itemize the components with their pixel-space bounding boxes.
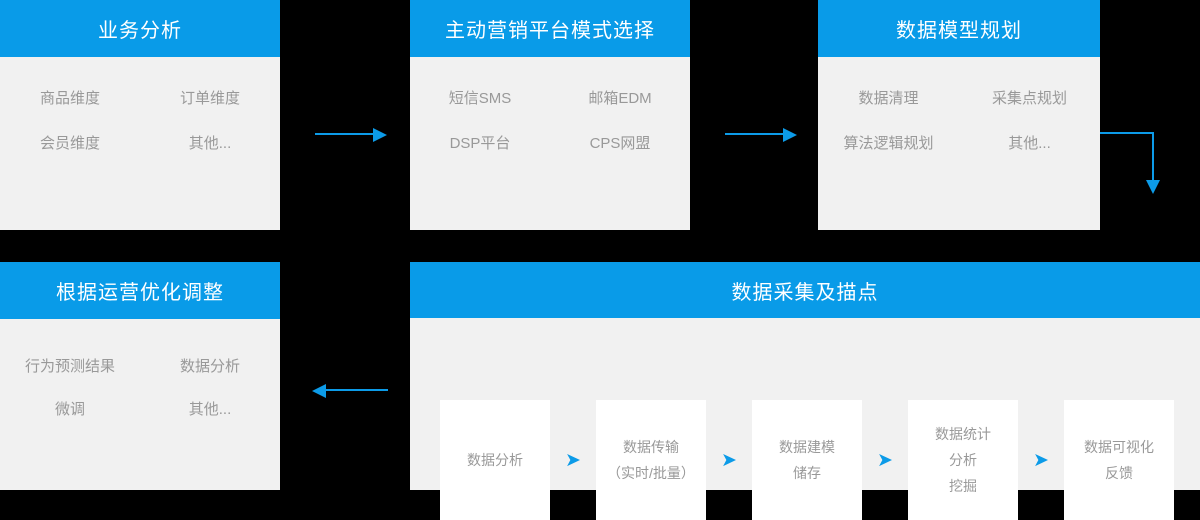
pipeline-step-line: 挖掘 [949,478,977,494]
option-grid: 数据清理 采集点规划 算法逻辑规划 其他... [818,91,1100,151]
pipeline-arrow-icon: ➤ [877,449,893,471]
arrow-head-left-icon [312,384,326,398]
card-data-model-planning-body: 数据清理 采集点规划 算法逻辑规划 其他... [818,57,1100,151]
card-data-collection-title: 数据采集及描点 [731,281,879,304]
card-marketing-channel-body: 短信SMS 邮箱EDM DSP平台 CPS网盟 [410,57,690,151]
pipeline-arrow-icon: ➤ [1033,449,1049,471]
card-business-analysis[interactable]: 业务分析 商品维度 订单维度 会员维度 其他... [0,0,280,230]
pipeline-arrow-icon: ➤ [565,449,581,471]
option-item[interactable]: 算法逻辑规划 [843,135,934,152]
option-grid: 行为预测结果 数据分析 微调 其他... [0,359,280,417]
pipeline-step-line: 反馈 [1105,465,1133,481]
card-data-collection-body: 数据分析 ➤ 数据传输 （实时/批量） ➤ 数据建模 储存 ➤ 数据统计 分析 … [410,318,1200,520]
option-item[interactable]: 商品维度 [39,90,100,107]
arrow-head-right-icon [783,128,797,142]
card-operation-optimization-header: 根据运营优化调整 [0,262,280,319]
card-operation-optimization-body: 行为预测结果 数据分析 微调 其他... [0,319,280,417]
arrow-head-right-icon [373,128,387,142]
card-marketing-channel-header: 主动营销平台模式选择 [410,0,690,57]
arrow-head-down-icon [1146,180,1160,194]
option-item[interactable]: 数据分析 [179,358,240,375]
option-item[interactable]: 短信SMS [448,90,512,107]
card-data-model-planning-header: 数据模型规划 [818,0,1100,57]
connector-arrow-collection-to-optimization [312,384,388,398]
card-data-model-planning[interactable]: 数据模型规划 数据清理 采集点规划 算法逻辑规划 其他... [818,0,1100,230]
pipeline-step-line: 储存 [793,465,821,481]
option-item[interactable]: 订单维度 [179,90,240,107]
card-marketing-channel-title: 主动营销平台模式选择 [445,20,655,42]
pipeline-step-line: 数据可视化 [1084,439,1154,455]
pipeline-step-line: （实时/批量） [607,465,695,481]
pipeline-step[interactable]: 数据可视化 反馈 [1064,400,1174,520]
card-business-analysis-body: 商品维度 订单维度 会员维度 其他... [0,57,280,151]
card-operation-optimization-title: 根据运营优化调整 [56,282,224,304]
option-item[interactable]: 邮箱EDM [588,90,652,107]
pipeline-step[interactable]: 数据传输 （实时/批量） [596,400,706,520]
option-grid: 短信SMS 邮箱EDM DSP平台 CPS网盟 [410,91,690,151]
connector-arrow-business-to-channel [315,128,387,142]
option-item[interactable]: 数据清理 [858,90,919,107]
card-data-collection[interactable]: 数据采集及描点 数据分析 ➤ 数据传输 （实时/批量） ➤ 数据建模 储存 ➤ … [410,262,1200,520]
pipeline: 数据分析 ➤ 数据传输 （实时/批量） ➤ 数据建模 储存 ➤ 数据统计 分析 … [440,400,1174,520]
card-operation-optimization[interactable]: 根据运营优化调整 行为预测结果 数据分析 微调 其他... [0,262,280,490]
connector-arrow-model-to-collection [1100,126,1170,198]
card-business-analysis-title: 业务分析 [98,20,182,42]
card-data-model-planning-title: 数据模型规划 [896,20,1022,42]
pipeline-step-line: 数据分析 [467,452,523,468]
option-item[interactable]: CPS网盟 [589,135,651,152]
option-item[interactable]: DSP平台 [449,135,511,152]
option-item[interactable]: 其他... [188,401,232,418]
card-data-collection-header: 数据采集及描点 [410,262,1200,318]
option-item[interactable]: 微调 [54,401,85,418]
option-item[interactable]: 采集点规划 [991,90,1067,107]
connector-line [725,133,787,135]
pipeline-step-line: 数据统计 [935,426,991,442]
card-marketing-channel[interactable]: 主动营销平台模式选择 短信SMS 邮箱EDM DSP平台 CPS网盟 [410,0,690,230]
pipeline-step[interactable]: 数据分析 [440,400,550,520]
option-item[interactable]: 行为预测结果 [24,358,115,375]
pipeline-step[interactable]: 数据建模 储存 [752,400,862,520]
connector-line [315,133,377,135]
connector-line-vertical [1152,132,1154,182]
pipeline-step-line: 分析 [949,452,977,468]
pipeline-step-line: 数据传输 [623,439,679,455]
card-business-analysis-header: 业务分析 [0,0,280,57]
connector-arrow-channel-to-model [725,128,797,142]
pipeline-step-line: 数据建模 [779,439,835,455]
connector-line-horizontal [1100,132,1154,134]
pipeline-step[interactable]: 数据统计 分析 挖掘 [908,400,1018,520]
option-grid: 商品维度 订单维度 会员维度 其他... [0,91,280,151]
connector-line [326,389,388,391]
pipeline-arrow-icon: ➤ [721,449,737,471]
option-item[interactable]: 其他... [1008,135,1051,152]
option-item[interactable]: 会员维度 [39,135,100,152]
option-item[interactable]: 其他... [188,135,232,152]
